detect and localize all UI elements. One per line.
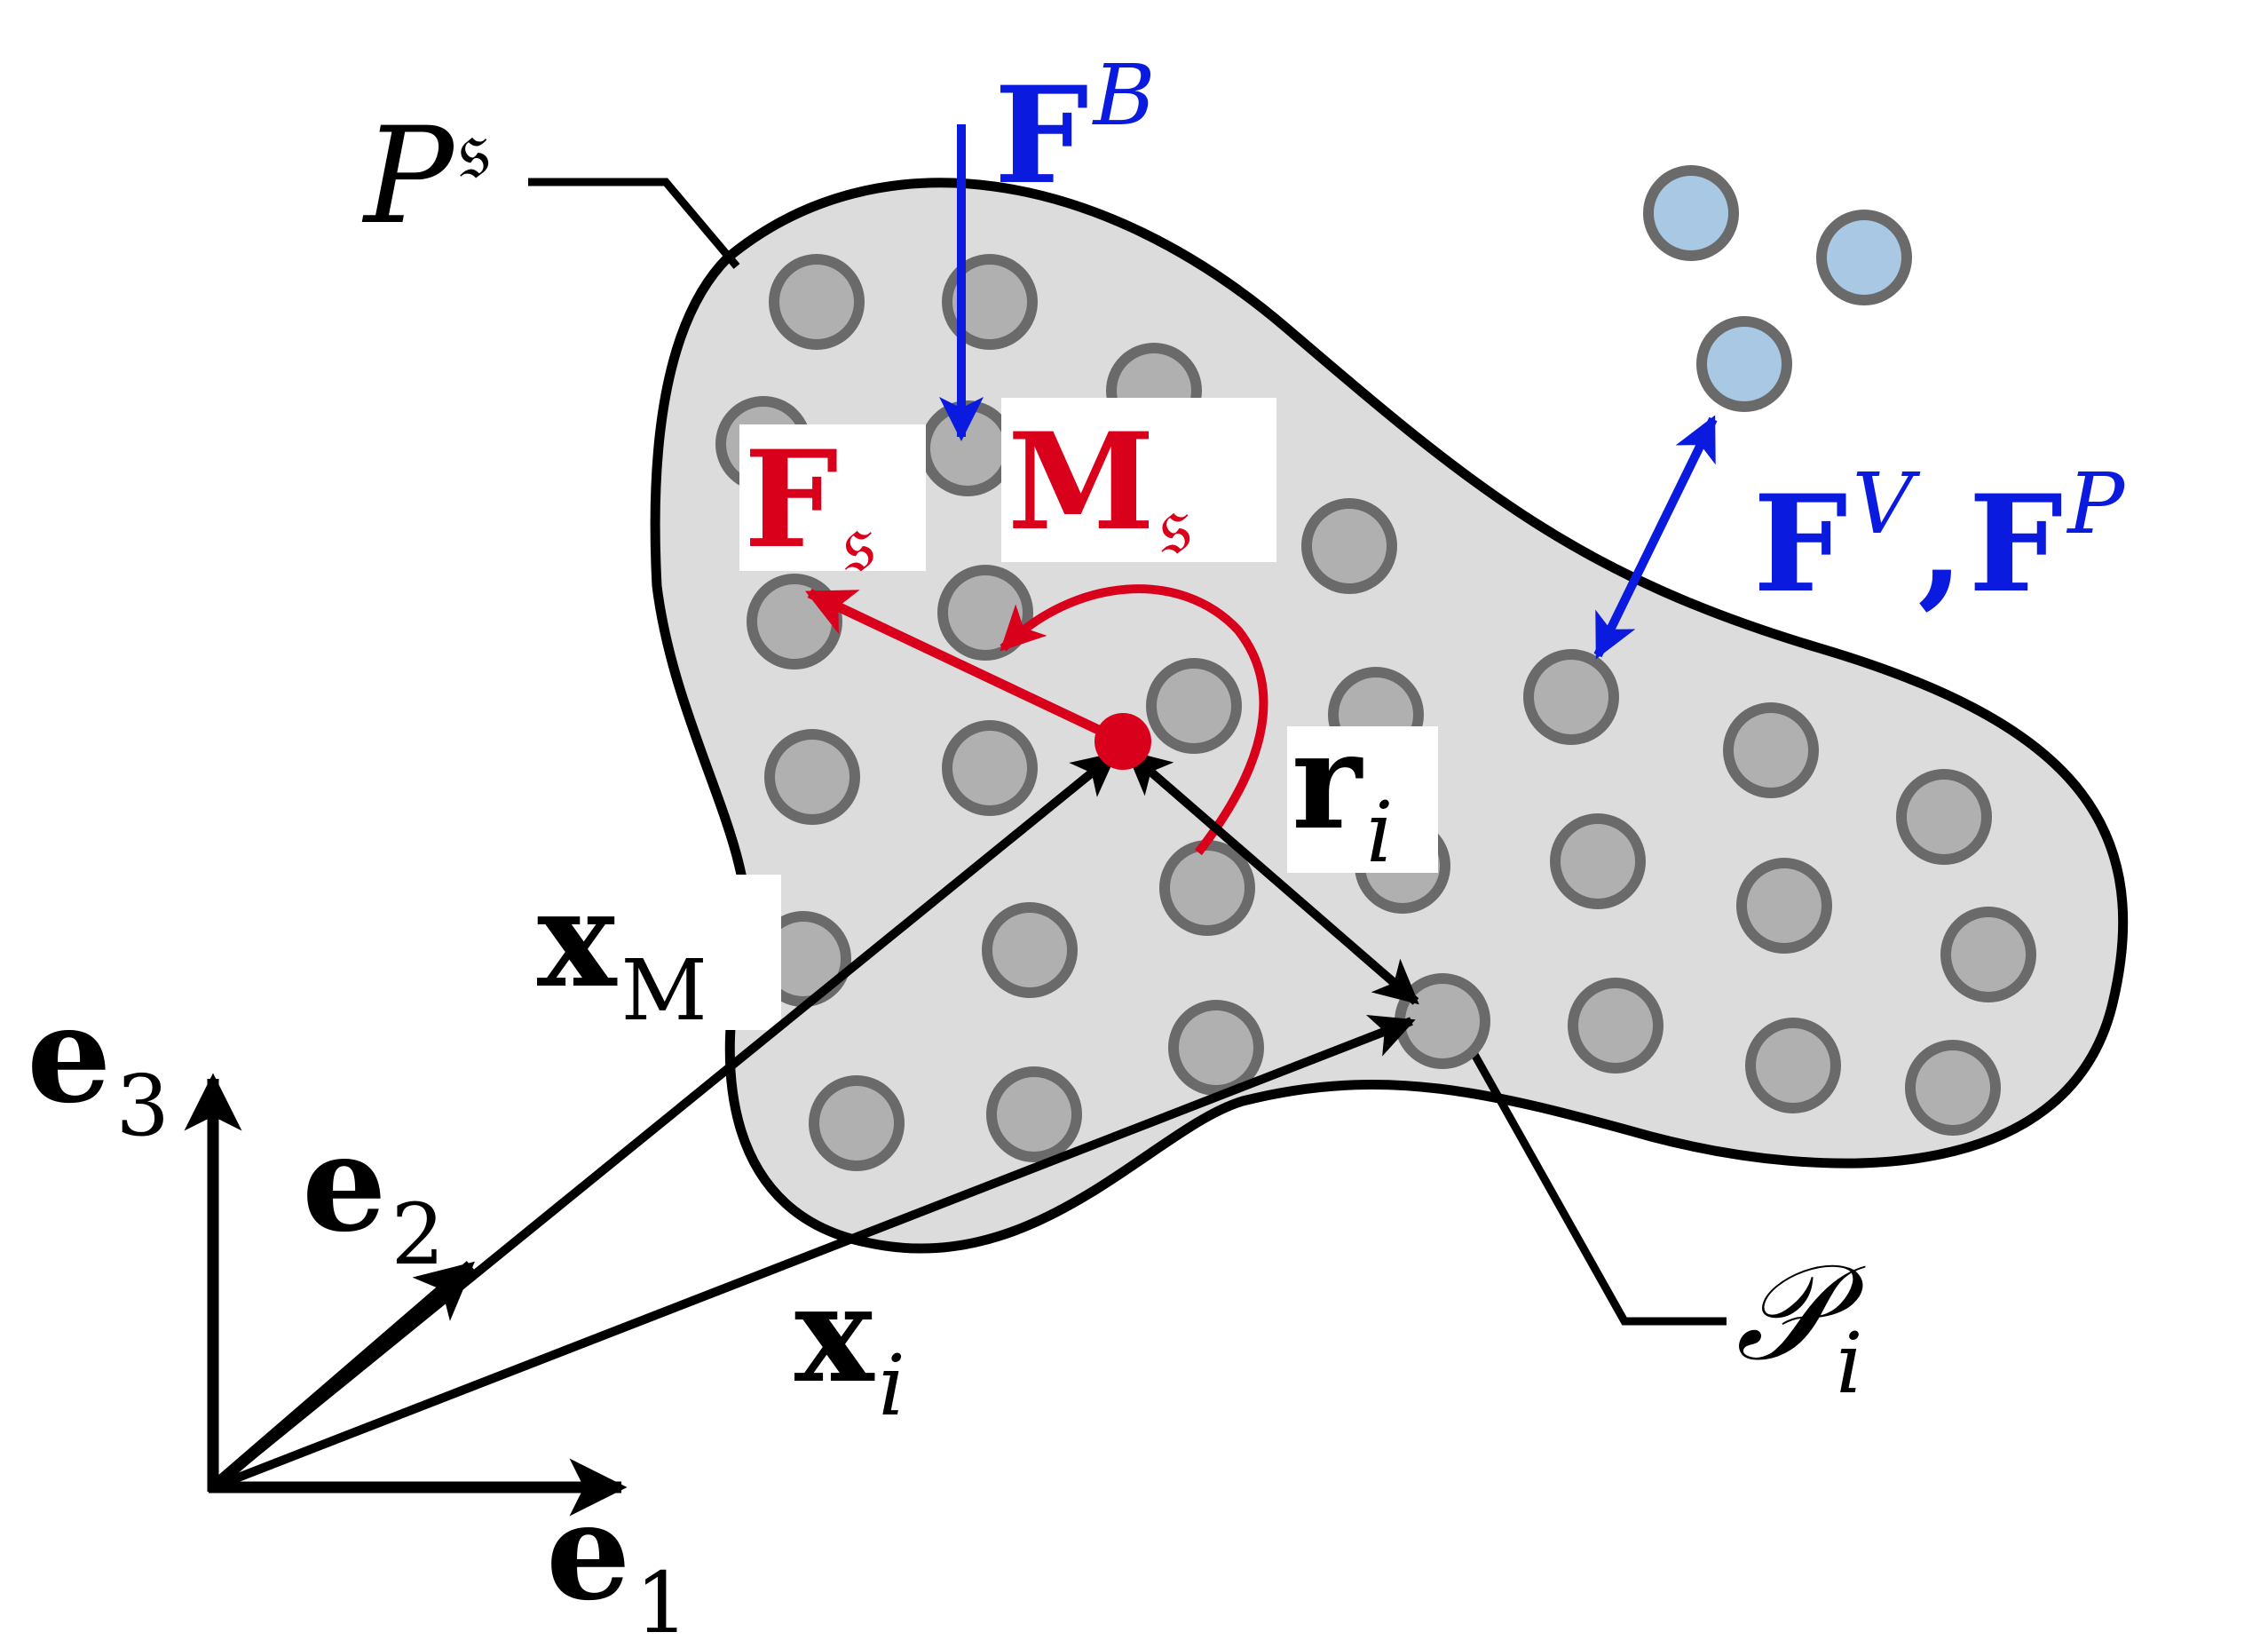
solid-particle-icon — [1896, 769, 1992, 865]
fluid-force-main-2: F — [1969, 466, 2064, 622]
solid-particle-icon — [809, 1075, 905, 1171]
label-bg-body-moment — [1001, 398, 1276, 562]
solid-particle-icon — [986, 1066, 1082, 1162]
r-i-sub: i — [1366, 784, 1393, 882]
buoyancy-main: F — [994, 58, 1089, 214]
label-bg-body-force — [739, 424, 926, 571]
body-force-sub: 𝔰 — [843, 494, 875, 591]
fluid-particles — [1643, 165, 1912, 412]
solid-particle-icon — [1745, 1018, 1841, 1113]
r-i-label: r i — [1292, 703, 1394, 882]
x-i-main: x — [794, 1256, 875, 1413]
solid-particle-icon — [1523, 649, 1619, 745]
label-bg-x-M — [533, 875, 781, 1030]
x-M-label: x M — [537, 861, 707, 1040]
r-i-main: r — [1292, 703, 1363, 860]
solid-particle-icon — [1736, 858, 1832, 954]
x-i-vector-arrow — [211, 1015, 1416, 1492]
x-M-sub: M — [621, 942, 707, 1040]
e2-label: e 2 — [302, 1105, 445, 1284]
solid-particle-icon — [1940, 907, 2036, 1002]
body-force-main: F — [744, 422, 839, 578]
solid-particle-icon — [1905, 1040, 2001, 1136]
e1-sub: 1 — [636, 1555, 689, 1648]
e2-axis-arrow — [209, 1261, 475, 1492]
x-M-main: x — [537, 861, 618, 1018]
x-i-sub: i — [879, 1337, 905, 1435]
buoyancy-sup: B — [1092, 47, 1156, 145]
solid-particle-icon — [1395, 973, 1490, 1069]
fluid-force-main-1: F — [1753, 466, 1848, 622]
fluid-particle-icon — [1643, 165, 1739, 261]
e1-label: e 1 — [546, 1474, 689, 1648]
fluid-particle-icon — [1696, 316, 1792, 412]
e3-label: e 3 — [27, 977, 170, 1155]
fluid-force-sup-1: V — [1853, 456, 1921, 553]
body-force-arrow — [805, 589, 1126, 746]
buoyancy-label: F B — [994, 47, 1155, 214]
e3-sub: 3 — [116, 1058, 170, 1155]
fluid-force-arrow — [1593, 415, 1718, 660]
body-force-label: F 𝔰 — [744, 422, 874, 591]
x-i-label: x i — [794, 1256, 905, 1435]
solid-particle-icon — [982, 902, 1078, 998]
e1-main: e — [546, 1474, 630, 1630]
body-label-leader — [528, 178, 740, 269]
e2-sub: 2 — [391, 1186, 445, 1284]
e3-main: e — [27, 977, 111, 1133]
solid-particle-icon — [942, 720, 1038, 816]
body-moment-main: M — [1008, 404, 1155, 560]
fluid-particle-icon — [1816, 210, 1912, 305]
solid-particle-icon — [747, 574, 842, 670]
solid-particle-icon — [1168, 1000, 1264, 1096]
fluid-force-sup-2: P — [2066, 456, 2126, 553]
solid-particle-icon — [764, 729, 860, 825]
solid-particle-icon — [1568, 978, 1663, 1074]
solid-particle-icon — [1723, 702, 1819, 798]
solid-particle-icon — [1301, 498, 1397, 594]
fluid-force-comma: , — [1917, 466, 1964, 622]
fluid-force-label: F V , F P — [1753, 456, 2126, 622]
e2-main: e — [302, 1105, 386, 1262]
body-moment-label: M 𝔰 — [1008, 404, 1191, 574]
solid-particle-icon — [1146, 658, 1242, 754]
solid-particle-icon — [942, 254, 1038, 350]
body-moment-sub: 𝔰 — [1159, 476, 1191, 574]
body-name-main: P — [361, 99, 456, 254]
solid-particle-icon — [920, 400, 1015, 496]
particle-name-sub: i — [1836, 1315, 1862, 1413]
solid-particle-icon — [769, 254, 865, 350]
solid-particle-icon — [1550, 813, 1646, 909]
body-name-label: P 𝔰 — [361, 99, 490, 254]
center-of-mass-icon — [1094, 713, 1151, 770]
particle-name-label: 𝒫 i — [1735, 1236, 1866, 1413]
particle-label-leader — [1452, 1018, 1727, 1326]
body-name-sup: 𝔰 — [458, 100, 490, 198]
solid-particle-icon — [1159, 840, 1255, 936]
r-i-vector-arrow — [1126, 749, 1419, 1005]
